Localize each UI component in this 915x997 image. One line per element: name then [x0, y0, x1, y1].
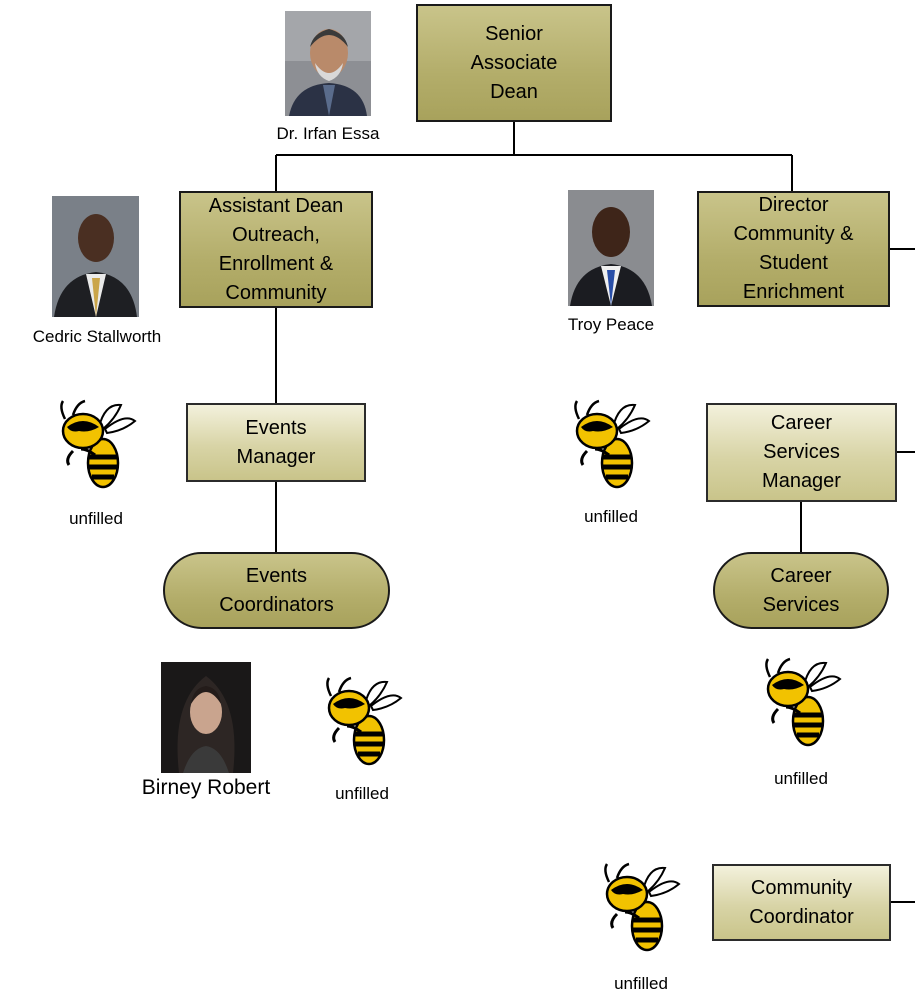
career-services-unfilled: unfilled	[774, 769, 828, 788]
senior-associate-dean-box: Senior Associate Dean	[416, 4, 612, 122]
irfan-essa-name: Dr. Irfan Essa	[276, 124, 380, 143]
assistant-dean-label: Assistant Dean Outreach, Enrollment & Co…	[208, 194, 344, 304]
career-services-manager-label: Career Services Manager	[762, 412, 841, 492]
buzz-mascot-icon	[60, 399, 137, 489]
community-coordinator-unfilled: unfilled	[614, 974, 668, 993]
senior-associate-dean-label: Senior Associate Dean	[470, 22, 558, 103]
troy-peace-name: Troy Peace	[567, 315, 655, 334]
birney-robert-name: Birney Robert	[141, 776, 271, 799]
events-manager-label: Events Manager	[236, 416, 316, 468]
events-coordinators-label: Events Coordinators	[219, 564, 334, 616]
career-services-box: Career Services	[713, 552, 889, 629]
director-community-box: Director Community & Student Enrichment	[697, 191, 890, 307]
buzz-mascot-icon	[765, 657, 842, 747]
career-services-label: Career Services	[762, 564, 840, 616]
events-manager-box: Events Manager	[186, 403, 366, 482]
birney-robert-photo	[161, 662, 251, 773]
buzz-mascot-icon	[326, 676, 403, 766]
irfan-essa-photo	[285, 11, 371, 116]
career-services-manager-box: Career Services Manager	[706, 403, 897, 502]
events-manager-unfilled: unfilled	[69, 509, 123, 528]
events-coordinators-unfilled: unfilled	[335, 784, 389, 803]
buzz-mascot-icon	[604, 862, 681, 952]
cedric-stallworth-name: Cedric Stallworth	[32, 327, 162, 346]
events-coordinators-box: Events Coordinators	[163, 552, 390, 629]
director-community-label: Director Community & Student Enrichment	[733, 194, 854, 303]
cedric-stallworth-photo	[52, 196, 139, 317]
buzz-mascot-icon	[574, 399, 651, 489]
career-services-manager-unfilled: unfilled	[584, 507, 638, 526]
community-coordinator-box: Community Coordinator	[712, 864, 891, 941]
community-coordinator-label: Community Coordinator	[749, 876, 854, 928]
troy-peace-photo	[568, 190, 654, 306]
assistant-dean-box: Assistant Dean Outreach, Enrollment & Co…	[179, 191, 373, 308]
